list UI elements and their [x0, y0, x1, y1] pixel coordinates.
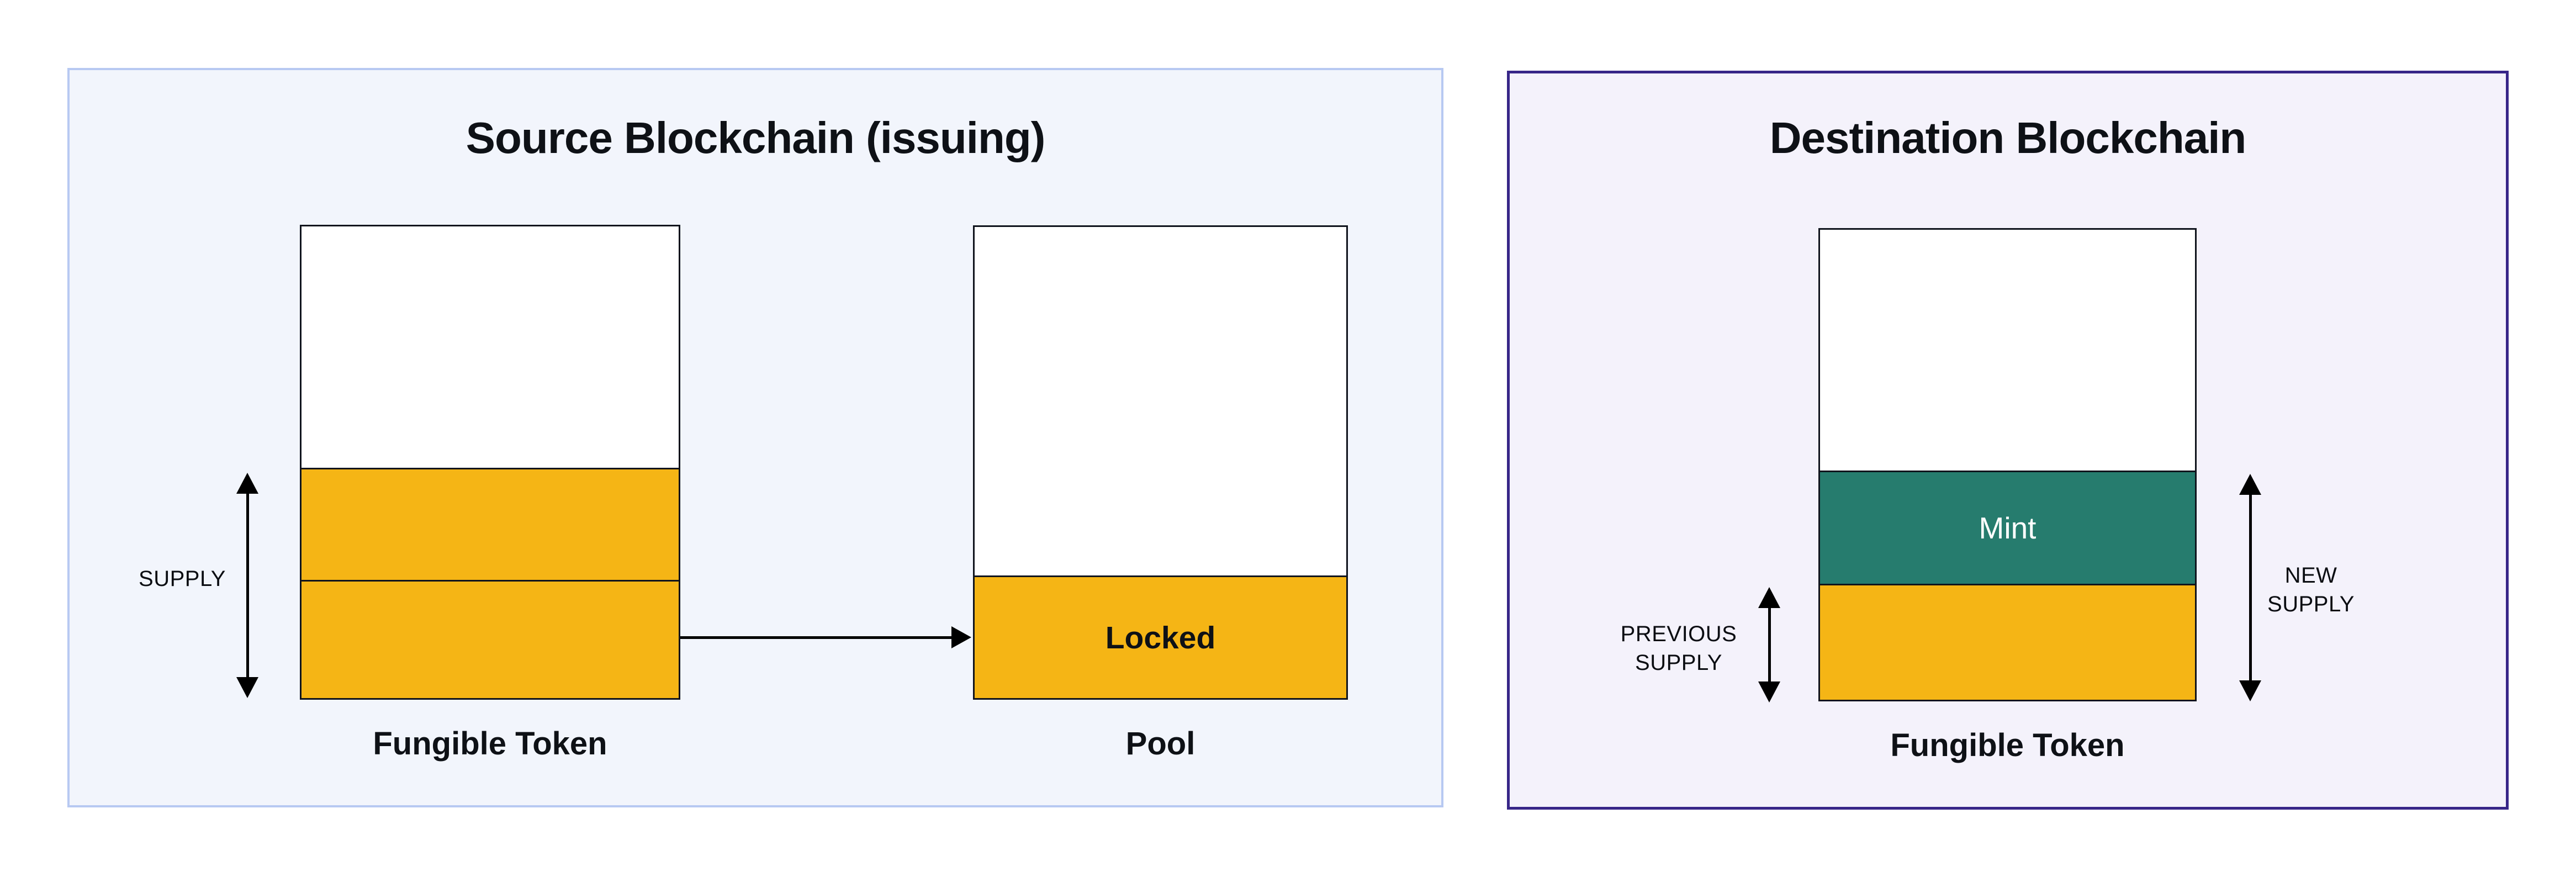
previous-supply-segment — [1820, 584, 2195, 700]
fungible-token-caption-destination: Fungible Token — [1890, 727, 2125, 763]
arrow-up-icon — [2239, 474, 2261, 495]
fungible-token-bar-destination: Mint — [1818, 228, 2197, 701]
mint-label: Mint — [1979, 511, 2037, 545]
source-panel-title: Source Blockchain (issuing) — [466, 113, 1046, 162]
mint-segment: Mint — [1820, 471, 2195, 584]
fungible-token-bar-source — [300, 225, 680, 700]
arrow-down-icon — [2239, 680, 2261, 701]
supply-upper-segment — [301, 468, 679, 580]
new-supply-label: NEW SUPPLY — [2228, 561, 2394, 619]
new-supply-range-arrow-icon — [2238, 474, 2262, 701]
destination-unfilled-segment — [1820, 230, 2195, 471]
locked-segment: Locked — [975, 575, 1346, 698]
previous-supply-label-line1: PREVIOUS — [1620, 622, 1737, 646]
arrow-down-icon — [1758, 681, 1780, 702]
supply-range-arrow-icon — [235, 473, 260, 698]
arrow-shaft — [2249, 492, 2252, 684]
previous-supply-range-arrow-icon — [1757, 587, 1781, 702]
destination-panel-title: Destination Blockchain — [1769, 113, 2247, 162]
new-supply-label-line1: NEW — [2284, 563, 2337, 588]
arrow-up-icon — [236, 473, 258, 494]
arrow-up-icon — [1758, 587, 1780, 608]
fungible-token-unfilled-segment — [301, 226, 679, 468]
pool-bar: Locked — [973, 225, 1348, 700]
previous-supply-label-line2: SUPPLY — [1635, 651, 1722, 675]
new-supply-label-line2: SUPPLY — [2267, 592, 2355, 616]
transfer-arrow-icon — [680, 625, 971, 650]
previous-supply-label: PREVIOUS SUPPLY — [1590, 620, 1767, 677]
supply-lower-segment — [301, 580, 679, 698]
fungible-token-caption-source: Fungible Token — [373, 726, 607, 762]
arrow-shaft — [680, 636, 955, 639]
arrow-shaft — [246, 490, 249, 680]
arrow-right-icon — [951, 626, 971, 648]
arrow-shaft — [1768, 605, 1771, 685]
arrow-down-icon — [236, 677, 258, 698]
pool-caption: Pool — [1125, 726, 1196, 762]
supply-label: SUPPLY — [139, 567, 226, 591]
locked-label: Locked — [1105, 620, 1216, 656]
pool-unfilled-segment — [975, 227, 1346, 575]
